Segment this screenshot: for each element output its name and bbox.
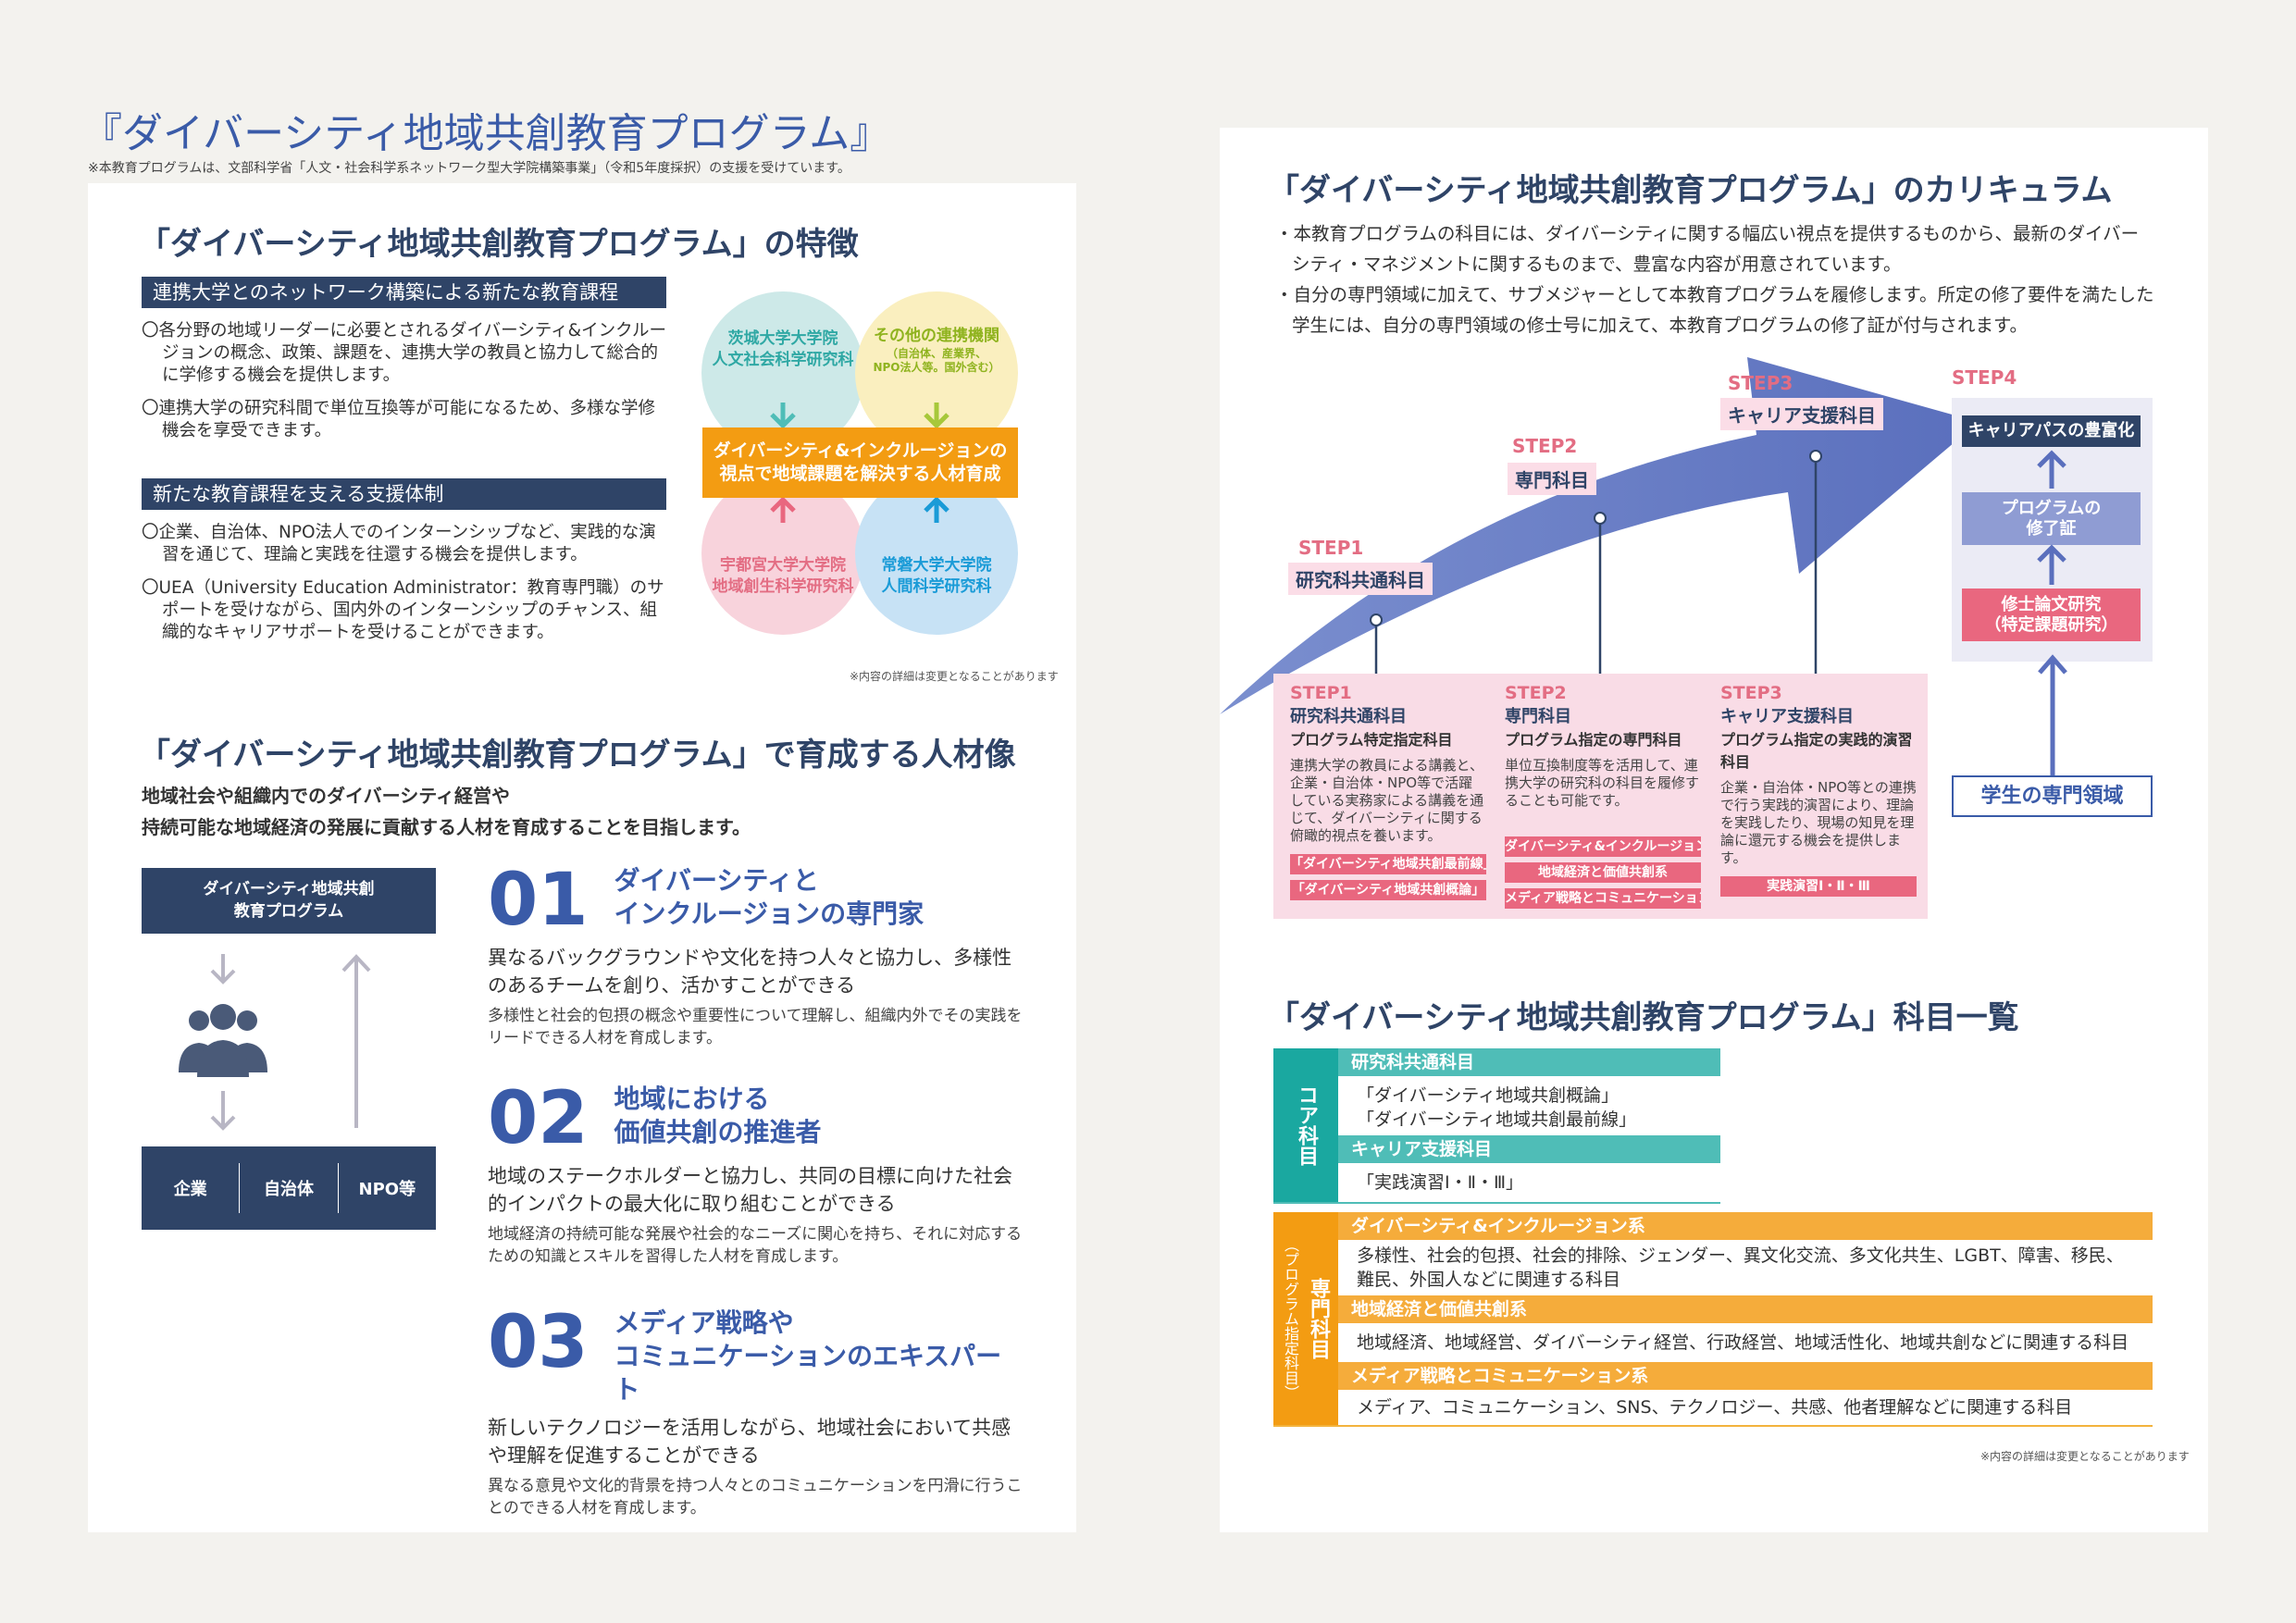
student-field-box: 学生の専門領域 — [1952, 775, 2153, 817]
arrow-step2-label: STEP2 — [1512, 435, 1578, 457]
step4-panel: キャリアパスの豊富化 プログラムの修了証 修士論文研究（特定課題研究） — [1952, 398, 2153, 662]
course-tag: 「ダイバーシティ地域共創最前線」 — [1290, 854, 1486, 874]
flow-diagram — [179, 954, 371, 1131]
venn-center-box: ダイバーシティ&インクルージョンの視点で地域課題を解決する人材育成 — [702, 427, 1018, 498]
courses-disclaimer: ※内容の詳細は変更となることがあります — [1980, 1450, 2190, 1463]
step4-career: キャリアパスの豊富化 — [1962, 415, 2141, 447]
step4-label: STEP4 — [1952, 366, 2017, 389]
program-box: ダイバーシティ地域共創教育プログラム — [142, 868, 436, 934]
bullet: 〇UEA（University Education Administrator：… — [142, 578, 664, 642]
org-npo: NPO等 — [358, 1180, 416, 1199]
orgs-box: 企業 自治体 NPO等 — [142, 1146, 436, 1230]
course-tag: 実践演習Ⅰ・Ⅱ・Ⅲ — [1720, 876, 1917, 897]
features-bar-1: 連携大学とのネットワーク構築による新たな教育課程 — [142, 277, 666, 308]
features-bullets-2: 〇企業、自治体、NPO法人でのインターンシップなど、実践的な演習を通じて、理論と… — [142, 522, 669, 655]
org-municipality: 自治体 — [240, 1163, 339, 1213]
core-side-label: コア科目 — [1273, 1048, 1338, 1202]
course-tag: メディア戦略とコミュニケーション系 — [1505, 888, 1701, 909]
people-icon — [179, 1004, 267, 1077]
curriculum-heading: 「ダイバーシティ地域共創教育プログラム」のカリキュラム — [1268, 172, 2113, 209]
features-bullets-1: 〇各分野の地域リーダーに必要とされるダイバーシティ&インクルージョンの概念、政策… — [142, 320, 669, 453]
features-disclaimer: ※内容の詳細は変更となることがあります — [850, 670, 1059, 683]
spec-side-label: 専門科目 （プログラム指定科目） — [1273, 1212, 1338, 1425]
core-courses-table: コア科目 研究科共通科目 「ダイバーシティ地域共創概論」「ダイバーシティ地域共創… — [1273, 1048, 1720, 1204]
arrow-step3-label: STEP3 — [1728, 372, 1793, 394]
talent-intro: 地域社会や組織内でのダイバーシティ経営や持続可能な地域経済の発展に貢献する人材を… — [142, 785, 751, 838]
venn-arrows — [770, 403, 949, 523]
step4-thesis: 修士論文研究（特定課題研究） — [1962, 588, 2141, 641]
specialty-courses-table: 専門科目 （プログラム指定科目） ダイバーシティ&インクルージョン系 多様性、社… — [1273, 1212, 2153, 1427]
arrow-step1-name: 研究科共通科目 — [1288, 563, 1433, 595]
talent-heading: 「ダイバーシティ地域共創教育プログラム」で育成する人材像 — [139, 737, 1016, 774]
features-bar-2: 新たな教育課程を支える支援体制 — [142, 478, 666, 510]
org-company: 企業 — [142, 1163, 241, 1213]
course-tag: ダイバーシティ&インクルージョン系 — [1505, 836, 1701, 857]
page-title: 『ダイバーシティ地域共創教育プログラム』 — [81, 110, 891, 157]
features-heading: 「ダイバーシティ地域共創教育プログラム」の特徴 — [139, 226, 859, 263]
course-tag: 「ダイバーシティ地域共創概論」 — [1290, 880, 1486, 900]
arrow-step3-name: キャリア支援科目 — [1720, 398, 1883, 430]
courses-heading: 「ダイバーシティ地域共創教育プログラム」科目一覧 — [1268, 999, 2019, 1036]
bullet: 〇連携大学の研究科間で単位互換等が可能になるため、多様な学修機会を享受できます。 — [142, 399, 656, 440]
bullet: 〇各分野の地域リーダーに必要とされるダイバーシティ&インクルージョンの概念、政策… — [142, 321, 667, 385]
step4-certificate: プログラムの修了証 — [1962, 492, 2141, 545]
arrow-step1-label: STEP1 — [1298, 537, 1364, 559]
step4-arrows — [2037, 450, 2066, 585]
base-arrow — [2038, 654, 2067, 777]
funding-note: ※本教育プログラムは、文部科学省「人文・社会科学系ネットワーク型大学院構築事業」… — [88, 161, 850, 176]
curriculum-bullets: ・本教育プログラムの科目には、ダイバーシティに関する幅広い視点を提供するものから… — [1275, 223, 2154, 336]
course-tag: 地域経済と価値共創系 — [1505, 862, 1701, 883]
bullet: 〇企業、自治体、NPO法人でのインターンシップなど、実践的な演習を通じて、理論と… — [142, 523, 656, 564]
arrow-step2-name: 専門科目 — [1508, 463, 1596, 495]
